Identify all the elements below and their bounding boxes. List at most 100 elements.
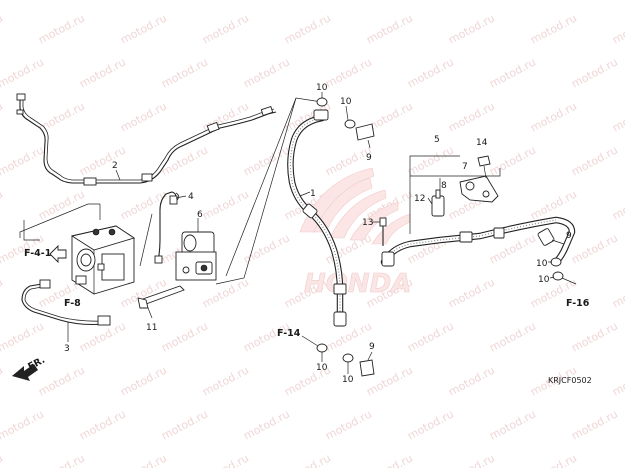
watermark-text: motod.ru (282, 451, 333, 468)
pipe-fitting (169, 195, 178, 205)
watermark-text: motod.ru (610, 275, 625, 310)
callout-1: 1 (310, 189, 316, 199)
watermark-text: motod.ru (0, 11, 5, 46)
f41-arrow (49, 244, 67, 264)
bolt-14 (477, 155, 491, 179)
callout-12: 12 (414, 194, 425, 204)
callout-9-top: 9 (366, 153, 372, 163)
watermark-text: motod.ru (528, 11, 579, 46)
callout-7: 7 (462, 162, 468, 172)
pipe-fitting (154, 255, 163, 264)
banjo-bolt-9-right (537, 228, 564, 281)
watermark-text: motod.ru (323, 0, 374, 3)
pipe-fitting (260, 106, 274, 116)
watermark-text: motod.ru (241, 407, 292, 442)
watermark-text: motod.ru (159, 0, 210, 3)
watermark-text: motod.ru (405, 319, 456, 354)
watermark-text: motod.ru (77, 0, 128, 3)
watermark-text: motod.ru (364, 11, 415, 46)
ref-f-14: F-14 (277, 328, 301, 339)
leader-line (299, 191, 311, 197)
watermark-text: motod.ru (36, 187, 87, 222)
watermark-text: motod.ru (36, 363, 87, 398)
watermark-text: motod.ru (569, 231, 620, 266)
watermark-text: motod.ru (487, 0, 538, 3)
leader-line (301, 335, 319, 347)
watermark-text: motod.ru (200, 11, 251, 46)
diagram-code: KRJCF0502 (548, 376, 592, 385)
brake-hose-1 (287, 109, 347, 327)
watermark-text: motod.ru (487, 143, 538, 178)
callout-9-bottom: 9 (369, 342, 375, 352)
watermark-text: motod.ru (118, 99, 169, 134)
brake-pipe-3 (21, 279, 111, 326)
watermark-text: motod.ru (405, 407, 456, 442)
leader-line (561, 277, 577, 285)
pipe-clamp (141, 173, 153, 182)
leader-line (115, 169, 121, 181)
watermark-text: motod.ru (610, 11, 625, 46)
watermark-text: motod.ru (0, 187, 5, 222)
watermark-text: motod.ru (159, 407, 210, 442)
watermark-text: motod.ru (36, 11, 87, 46)
leader-line (345, 105, 349, 121)
callout-10-a: 10 (316, 83, 328, 93)
watermark-text: motod.ru (487, 407, 538, 442)
watermark-text: motod.ru (0, 143, 46, 178)
honda-wing-logo (299, 167, 411, 245)
watermark-text: motod.ru (36, 451, 87, 468)
pipe-clamp (83, 177, 97, 186)
watermark-text: motod.ru (569, 0, 620, 3)
watermark-text: motod.ru (0, 0, 46, 3)
watermark-text: motod.ru (0, 407, 46, 442)
callout-10-b: 10 (340, 97, 352, 107)
leader-line (175, 195, 187, 199)
leader-line (409, 155, 460, 234)
front-direction-arrow (12, 364, 38, 381)
leader-line (367, 351, 373, 361)
watermark-text: motod.ru (323, 319, 374, 354)
watermark-text: motod.ru (77, 143, 128, 178)
watermark-text: motod.ru (528, 451, 579, 468)
ref-f-8: F-8 (64, 298, 81, 309)
ref-f-16: F-16 (566, 298, 590, 309)
watermark-text: motod.ru (118, 363, 169, 398)
watermark-text: motod.ru (36, 99, 87, 134)
watermark-text: motod.ru (0, 275, 5, 310)
watermark-text: motod.ru (446, 11, 497, 46)
watermark-text: motod.ru (241, 55, 292, 90)
leader-line (410, 168, 501, 177)
washer-10-top (316, 97, 356, 129)
watermark-text: motod.ru (487, 319, 538, 354)
watermark-text: motod.ru (118, 11, 169, 46)
valve-6 (175, 231, 217, 281)
bolt-11 (137, 285, 185, 309)
watermark-text: motod.ru (0, 99, 5, 134)
abs-modulator (70, 225, 136, 295)
watermark-text: motod.ru (323, 55, 374, 90)
watermark-text: motod.ru (569, 319, 620, 354)
leader-line (215, 97, 297, 285)
leader-line (427, 197, 433, 205)
callout-5: 5 (434, 135, 440, 145)
watermark-text: motod.ru (446, 99, 497, 134)
leader-line (139, 213, 153, 267)
brake-pipe-2 (16, 93, 277, 186)
watermark-text: motod.ru (569, 143, 620, 178)
ref-f-4-1: F-4-1 (24, 248, 51, 259)
callout-10-f: 10 (538, 275, 550, 285)
watermark-text: motod.ru (77, 55, 128, 90)
watermark-text: motod.ru (0, 55, 46, 90)
callout-3: 3 (64, 344, 70, 354)
watermark-text: motod.ru (77, 407, 128, 442)
pipe-clamp (206, 121, 220, 134)
watermark-text: motod.ru (569, 407, 620, 442)
watermark-text: motod.ru (200, 275, 251, 310)
watermark-text: motod.ru (118, 451, 169, 468)
pipe-fitting (16, 93, 26, 101)
watermark-text: motod.ru (200, 187, 251, 222)
watermark-text: motod.ru (405, 0, 456, 3)
watermark-text: motod.ru (610, 187, 625, 222)
callout-4: 4 (188, 192, 194, 202)
